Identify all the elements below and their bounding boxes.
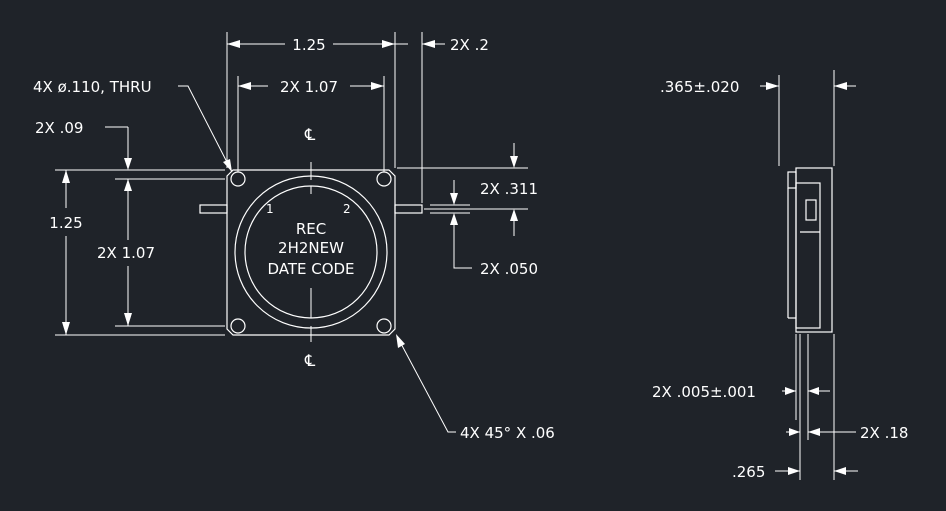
arrowhead [124,158,132,170]
arrowhead [808,428,820,436]
arrowhead [450,193,458,205]
arrowhead [382,40,395,48]
side-body [795,167,833,333]
arrowhead [510,209,518,221]
dim-side-tab-length: 2X .18 [860,424,908,442]
body-outline [226,169,396,336]
arrowhead [789,428,800,436]
mounting-hole [376,318,392,334]
leader-line [397,337,456,433]
dim-side-tab-thickness: 2X .005±.001 [652,383,756,401]
marking-line-3: DATE CODE [267,260,354,278]
arrowhead [766,82,779,90]
tab-right [394,204,423,214]
arrowhead [785,387,796,395]
leader-line [178,85,233,173]
arrowhead [371,82,384,90]
pin-1-label: 1 [266,202,274,216]
dim-edge-offset: 2X .09 [35,119,83,137]
arrowhead [238,82,251,90]
arrowhead [227,40,240,48]
arrowhead [450,213,458,225]
mounting-hole [230,318,246,334]
mounting-hole [230,171,246,187]
arrowhead [62,322,70,335]
dim-side-height: .365±.020 [660,78,739,96]
arrowhead [422,40,435,48]
arrowhead [510,156,518,168]
arrowhead [223,159,232,172]
dim-width-overall: 1.25 [292,36,325,54]
side-lid [787,171,797,189]
dim-tab-offset: 2X .311 [480,180,538,198]
arrowhead [788,467,800,475]
arrowhead [124,313,132,326]
tab-left [199,204,228,214]
centerline-symbol-bottom: ℄ [304,351,316,370]
arrowhead [124,179,132,191]
pin-2-label: 2 [343,202,351,216]
arrowhead [834,82,847,90]
dim-tab-width: 2X .2 [450,36,489,54]
side-tab [805,199,817,221]
dim-height-overall: 1.25 [49,214,82,232]
dim-hole-spacing-v: 2X 1.07 [97,244,155,262]
top-view: ℄ ℄ 1 2 REC 2H2NEW DATE CODE 1.25 2X .2 … [33,32,555,442]
dim-side-depth: .265 [732,463,765,481]
dim-hole-spacing-h: 2X 1.07 [280,78,338,96]
arrowhead [834,467,846,475]
dim-tab-thickness: 2X .050 [480,260,538,278]
side-view: .365±.020 2X .005±.001 2X .18 .265 [652,70,908,481]
note-chamfer: 4X 45° X .06 [460,424,555,442]
arrowhead [62,170,70,183]
arrowhead [808,387,819,395]
centerline-symbol-top: ℄ [304,125,316,144]
marking-line-1: REC [296,220,326,238]
side-housing [795,182,821,329]
arrowhead [396,334,405,348]
note-hole: 4X ø.110, THRU [33,78,152,96]
mounting-hole [376,171,392,187]
marking-line-2: 2H2NEW [278,239,344,257]
dimension-line [453,220,472,269]
